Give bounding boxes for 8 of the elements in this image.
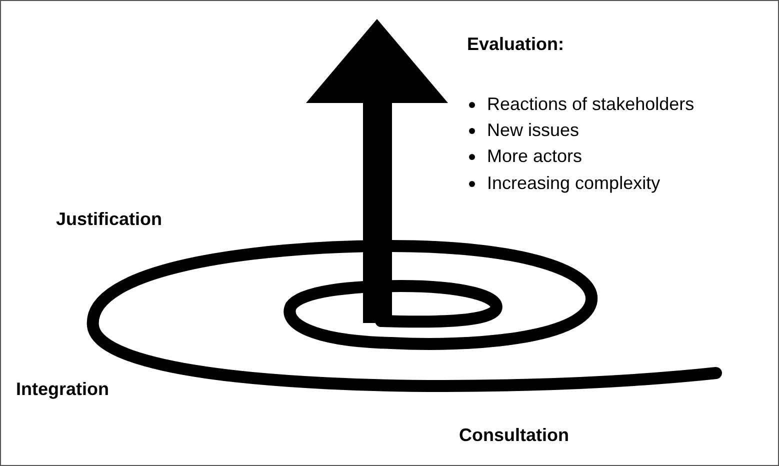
bullet-item: More actors: [487, 146, 582, 167]
bullet-item: New issues: [487, 120, 580, 141]
stage-label: Justification: [56, 209, 162, 230]
heading: Evaluation:: [467, 34, 564, 55]
bullet-item: Increasing complexity: [487, 173, 660, 194]
bullet-item: Reactions of stakeholders: [487, 94, 694, 115]
stage-label: Integration: [16, 379, 109, 400]
stage-label: Consultation: [459, 425, 569, 446]
